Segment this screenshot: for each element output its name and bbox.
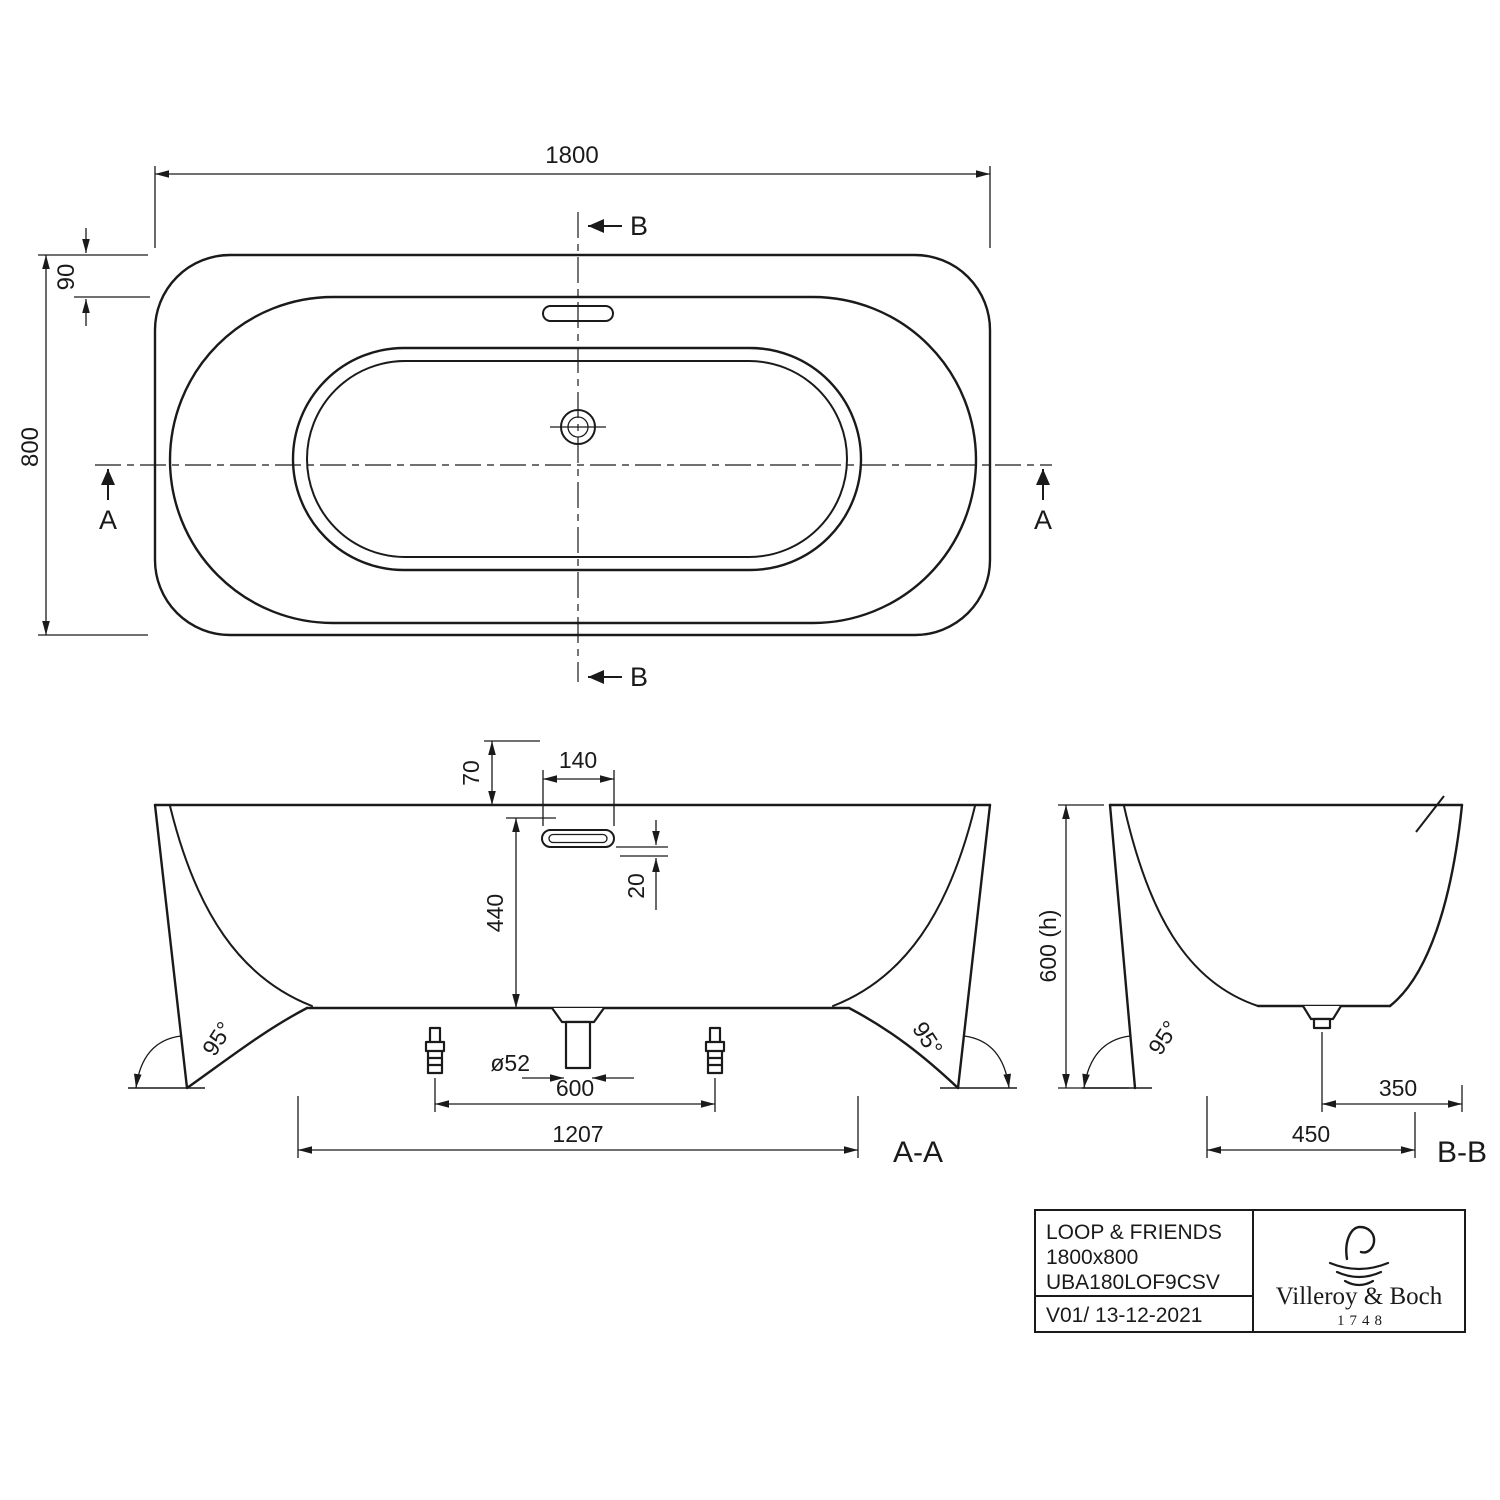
adjustable-foot-right — [704, 1026, 726, 1075]
revision-text: V01/ 13-12-2021 — [1046, 1304, 1202, 1327]
tub-rim-inner-outline — [168, 295, 978, 625]
dim-140-label: 140 — [559, 747, 597, 773]
dim-90-label: 90 — [53, 264, 80, 291]
front-body-outline — [153, 803, 992, 1090]
basin-outer-outline — [291, 346, 863, 572]
dim-600-label: 600 — [556, 1075, 594, 1101]
brand-year-text: 1748 — [1337, 1313, 1387, 1329]
section-b-label-bottom: B — [630, 662, 648, 692]
basin-inner-outline — [306, 360, 848, 558]
drain-pipe-side — [1312, 1017, 1332, 1030]
side-angle-arc — [1082, 1035, 1131, 1089]
villeroy-boch-logo-icon — [1328, 1225, 1390, 1287]
overflow-slot-front-outer — [541, 829, 615, 848]
overflow-slot-front-inner — [548, 833, 608, 844]
dim-d52-label: ø52 — [490, 1050, 530, 1076]
side-inner-wall — [1123, 805, 1259, 1007]
product-line-text: LOOP & FRIENDS — [1046, 1221, 1222, 1244]
dim-20-label: 20 — [623, 873, 649, 899]
dim-450-label: 450 — [1292, 1121, 1330, 1147]
rim-break-tick — [1415, 795, 1445, 833]
dim-350-label: 350 — [1379, 1075, 1417, 1101]
side-back-wall — [1388, 803, 1464, 1008]
logo-wave-lines — [1328, 1261, 1390, 1287]
section-a-label-right: A — [1034, 505, 1052, 535]
product-size-text: 1800x800 — [1046, 1246, 1138, 1269]
article-number-text: UBA180LOF9CSV — [1046, 1271, 1220, 1294]
front-extension-lines — [297, 740, 859, 1158]
title-block-dividers — [1035, 1210, 1254, 1332]
top-view-extension-lines — [38, 166, 991, 636]
section-bb-label: B-B — [1437, 1136, 1487, 1169]
dim-600h-label: 600 (h) — [1035, 910, 1061, 983]
dim-440-label: 440 — [482, 894, 508, 932]
section-b-label-top: B — [630, 211, 648, 241]
section-a-label-left: A — [99, 505, 117, 535]
tub-outer-outline — [153, 253, 992, 637]
angle-arc-left — [134, 1035, 182, 1089]
title-block: LOOP & FRIENDS 1800x800 UBA180LOF9CSV V0… — [1034, 1209, 1466, 1333]
side-extension-lines — [1058, 804, 1463, 1158]
side-front-skirt — [1108, 803, 1137, 1090]
side-view-section-bb: 95° 600 (h) 350 450 B-B — [1035, 795, 1487, 1169]
drain-flange-side — [1302, 1005, 1342, 1021]
top-view: 1800 800 90 B B A A — [17, 142, 1052, 692]
drain-pipe-front — [564, 1020, 592, 1070]
section-aa-label: A-A — [893, 1136, 943, 1169]
logo-loop-mark — [1345, 1225, 1376, 1261]
adjustable-foot-left — [424, 1026, 446, 1075]
overflow-slot-top — [542, 305, 614, 322]
dim-800-label: 800 — [17, 427, 44, 467]
brand-name-text: Villeroy & Boch — [1276, 1283, 1443, 1310]
centerlines — [95, 212, 1052, 682]
dim-70-label: 70 — [458, 760, 484, 786]
title-block-border — [1034, 1209, 1466, 1333]
dim-1207-label: 1207 — [552, 1121, 603, 1147]
angle-arc-right — [963, 1035, 1011, 1089]
front-inner-walls — [169, 805, 976, 1007]
dim-1800-label: 1800 — [545, 142, 598, 169]
front-view-section-aa: 95° 95° 140 70 440 20 ø52 600 1207 A-A — [128, 740, 1017, 1169]
drain-flange-front — [551, 1007, 605, 1024]
